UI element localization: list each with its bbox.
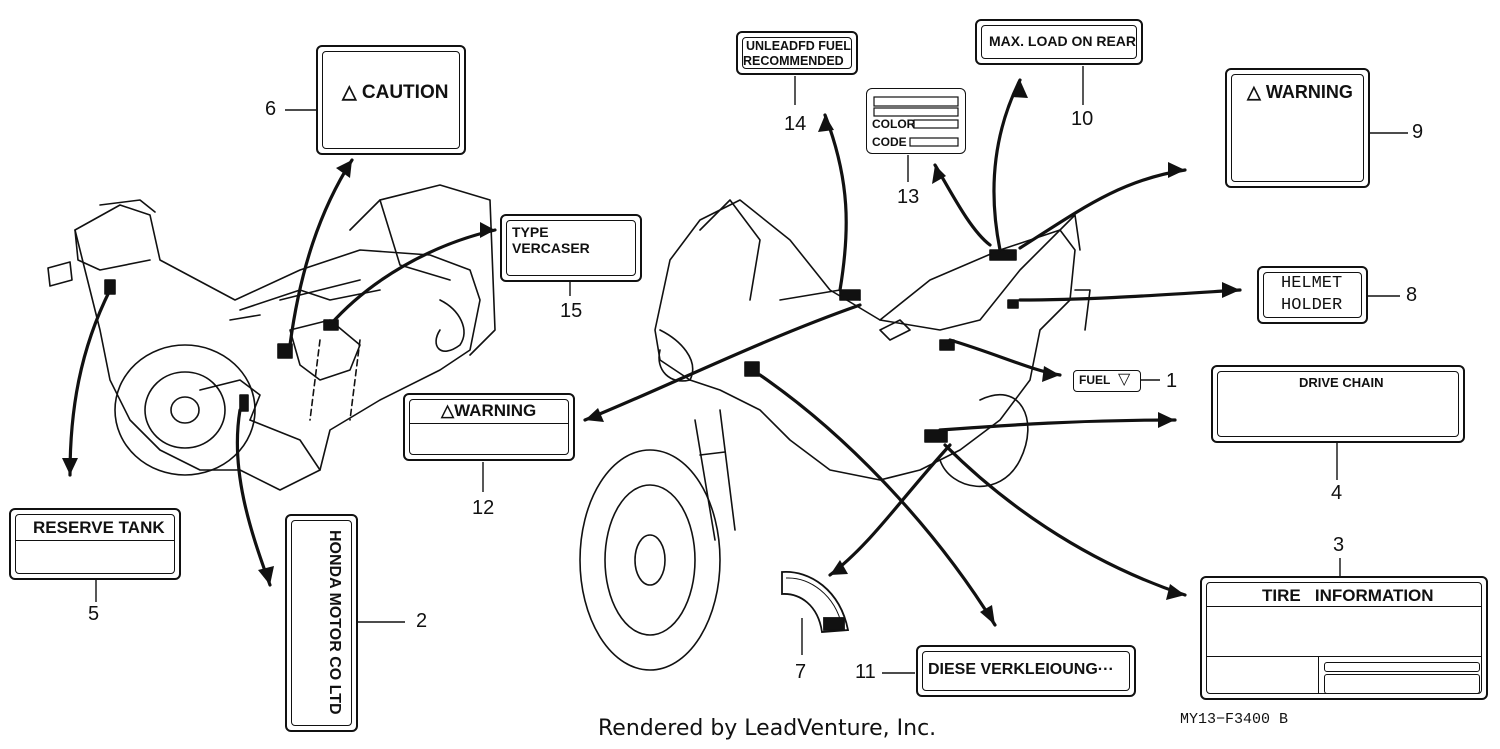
honda-motor-text: HONDA MOTOR CO LTD — [326, 530, 343, 715]
type-vercaser-label: TYPE VERCASER — [500, 214, 642, 282]
type-label-line1: TYPE — [512, 224, 549, 240]
fuel-text: FUEL — [1079, 373, 1111, 387]
warning-label-mid: △WARNING — [403, 393, 575, 461]
callout-1: 1 — [1166, 370, 1178, 392]
honda-motor-label: HONDA MOTOR CO LTD — [285, 514, 358, 732]
tire-info-box-a — [1324, 662, 1480, 672]
callout-3: 3 — [1333, 534, 1345, 556]
callout-14: 14 — [784, 113, 807, 135]
arrow-heads — [62, 80, 1240, 625]
leader-arrows — [68, 78, 1242, 627]
callout-4: 4 — [1331, 482, 1343, 504]
callout-9: 9 — [1412, 121, 1424, 143]
tire-info-label: TIRE INFORMATION — [1200, 576, 1488, 700]
callout-2: 2 — [416, 610, 428, 632]
unleaded-line1: UNLEADFD FUEL — [746, 39, 851, 53]
callout-8: 8 — [1406, 284, 1418, 306]
drive-chain-text: DRIVE CHAIN — [1299, 375, 1384, 390]
warning-mid-divider — [409, 423, 569, 424]
max-load-text: MAX. LOAD ON REAR — [989, 33, 1136, 49]
callout-6: 6 — [265, 98, 277, 120]
fuel-triangle-icon: ▽ — [1118, 371, 1131, 388]
color-code-lines — [873, 96, 959, 147]
callout-ticks — [95, 66, 1408, 674]
warning-mid-text: △WARNING — [441, 401, 537, 420]
helmet-line: HELMET — [1281, 274, 1343, 293]
callout-13: 13 — [897, 186, 920, 208]
tire-info-divider1 — [1206, 606, 1482, 607]
warning-top-text: △ WARNING — [1247, 82, 1353, 102]
warning-label-top: △ WARNING — [1225, 68, 1370, 188]
tire-info-text: TIRE INFORMATION — [1262, 586, 1434, 605]
type-label-line2: VERCASER — [512, 240, 590, 256]
reserve-tank-text: RESERVE TANK — [33, 518, 165, 537]
callout-15: 15 — [560, 300, 583, 322]
diese-label: DIESE VERKLEIOUNG··· — [916, 645, 1136, 697]
caution-label: △ CAUTION — [316, 45, 466, 155]
callout-12: 12 — [472, 497, 495, 519]
drive-chain-label: DRIVE CHAIN — [1211, 365, 1465, 443]
callout-5: 5 — [88, 603, 100, 625]
code-row-label: CODE — [872, 135, 907, 149]
callout-7: 7 — [795, 661, 807, 683]
callout-10: 10 — [1071, 108, 1094, 130]
diese-text: DIESE VERKLEIOUNG··· — [928, 661, 1114, 678]
tire-info-box-b — [1324, 674, 1480, 694]
unleaded-fuel-label: UNLEADFD FUEL RECOMMENDED — [736, 31, 858, 75]
left-motorcycle — [47, 184, 496, 491]
tire-info-divider2 — [1206, 656, 1482, 657]
rendered-by-text: Rendered by LeadVenture, Inc. — [598, 716, 937, 741]
callout-11: 11 — [855, 661, 876, 683]
rim-sticker-7 — [781, 571, 850, 633]
reserve-tank-label: RESERVE TANK — [9, 508, 181, 580]
holder-line: HOLDER — [1281, 296, 1343, 315]
caution-label-text: △ CAUTION — [342, 82, 449, 103]
tire-info-vdivider — [1318, 656, 1319, 694]
color-code-label: COLOR CODE — [866, 88, 966, 154]
color-row-label: COLOR — [872, 117, 916, 131]
diagram-code: MY13−F3400 B — [1180, 711, 1289, 728]
unleaded-line2: RECOMMENDED — [743, 54, 844, 68]
fuel-label: FUEL ▽ — [1073, 370, 1141, 392]
helmet-holder-label: HELMET HOLDER — [1257, 266, 1368, 324]
reserve-tank-divider — [15, 540, 175, 541]
max-load-label: MAX. LOAD ON REAR — [975, 19, 1143, 65]
